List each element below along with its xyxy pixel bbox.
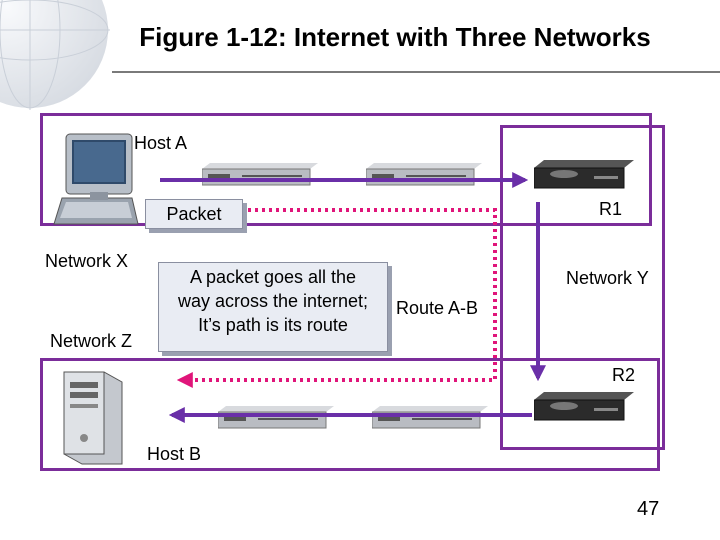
network-z-label: Network Z [50,331,133,351]
page-title: Figure 1-12: Internet with Three Network… [139,22,651,52]
page-number: 47 [637,498,660,520]
network-y-box [500,125,665,450]
r1-label: R1 [599,199,623,219]
route-path-dotted [176,208,497,388]
title-divider [112,71,720,73]
host-b-computer-icon [63,371,123,465]
callout-line-3: It’s path is its route [198,315,348,335]
globe-decoration [0,0,110,110]
network-y-label: Network Y [566,268,649,288]
network-x-box [40,113,652,226]
host-a-computer-icon [53,133,139,225]
router-r1-icon [534,160,634,189]
route-explanation-callout: A packet goes all the way across the int… [158,262,388,352]
callout-line-2: way across the internet; [177,291,369,311]
callout-line-1: A packet goes all the [189,267,357,287]
r2-label: R2 [612,365,636,385]
router-r2-icon [534,392,634,421]
packet-label: Packet [145,199,243,229]
network-x-label: Network X [45,251,129,271]
network-z-box [40,358,660,471]
host-b-label: Host B [147,444,202,464]
host-a-label: Host A [134,133,188,153]
route-label: Route A-B [394,298,481,319]
